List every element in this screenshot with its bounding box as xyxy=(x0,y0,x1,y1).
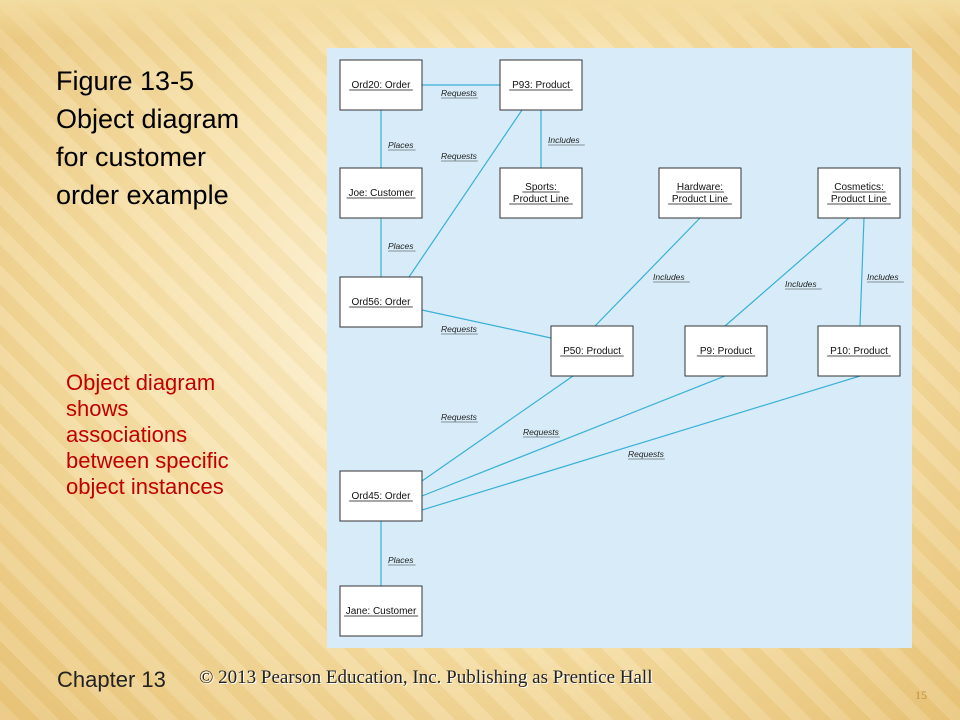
association-label-joe-ord56: Places xyxy=(388,241,414,251)
object-name-text: Sports: xyxy=(525,182,557,193)
object-name-text: Ord56: Order xyxy=(352,297,412,308)
object-box-p10: P10: Product xyxy=(817,325,901,377)
chapter-label: Chapter 13 xyxy=(57,667,166,692)
association-label-p93-sports: Includes xyxy=(548,135,580,145)
object-box-frame xyxy=(499,167,583,219)
title-line: Object diagram xyxy=(56,104,240,134)
note-line: associations xyxy=(66,422,188,447)
association-line-cosmetics-p10 xyxy=(859,217,865,327)
object-name-text: P10: Product xyxy=(830,346,888,357)
object-box-frame xyxy=(817,325,901,377)
association-label-ord45-jane: Places xyxy=(388,555,414,565)
association-label-ord45-p50: Requests xyxy=(441,412,478,422)
object-box-hardware: Hardware:Product Line xyxy=(658,167,742,219)
note-line: shows xyxy=(66,396,129,421)
object-box-jane: Jane: Customer xyxy=(339,585,423,637)
association-line-cosmetics-p9 xyxy=(724,217,850,327)
object-box-frame xyxy=(339,585,423,637)
object-box-ord45: Ord45: Order xyxy=(339,470,423,522)
slide-title: Figure 13-5 Object diagram for customer … xyxy=(56,62,296,214)
association-label-ord20-joe: Places xyxy=(388,140,414,150)
object-name-text: Product Line xyxy=(513,194,570,205)
slide-note: Object diagram shows associations betwee… xyxy=(66,370,296,500)
note-line: Object diagram xyxy=(66,370,216,395)
association-line-ord45-p10 xyxy=(421,375,861,511)
association-label-cosmetics-p10: Includes xyxy=(867,272,899,282)
page-number: 15 xyxy=(915,688,927,702)
association-line-ord45-p50 xyxy=(421,375,574,482)
copyright-notice: © 2013 Pearson Education, Inc. Publishin… xyxy=(199,667,653,688)
object-box-frame xyxy=(339,59,423,111)
association-label-ord45-p9: Requests xyxy=(523,427,560,437)
association-line-hardware-p50 xyxy=(594,217,701,327)
association-line-ord45-p9 xyxy=(421,375,726,497)
object-name-text: Hardware: xyxy=(677,182,723,193)
object-box-frame xyxy=(684,325,768,377)
object-box-p50: P50: Product xyxy=(550,325,634,377)
title-line: order example xyxy=(56,180,229,210)
top-decorative-band xyxy=(0,0,960,40)
association-label-ord45-p10: Requests xyxy=(628,449,665,459)
object-name-text: Jane: Customer xyxy=(346,606,417,617)
object-box-frame xyxy=(339,167,423,219)
object-box-frame xyxy=(339,470,423,522)
object-name-text: Product Line xyxy=(831,194,888,205)
object-box-ord20: Ord20: Order xyxy=(339,59,423,111)
association-label-ord20-p93: Requests xyxy=(441,88,478,98)
object-box-cosmetics: Cosmetics:Product Line xyxy=(817,167,901,219)
association-line-p93-ord56 xyxy=(408,109,523,278)
object-name-text: P50: Product xyxy=(563,346,621,357)
object-name-text: Ord45: Order xyxy=(352,491,412,502)
object-name-text: Cosmetics: xyxy=(834,182,883,193)
object-box-frame xyxy=(550,325,634,377)
object-box-frame xyxy=(817,167,901,219)
object-box-ord56: Ord56: Order xyxy=(339,276,423,328)
title-line: for customer xyxy=(56,142,207,172)
object-box-p9: P9: Product xyxy=(684,325,768,377)
association-label-ord56-p50: Requests xyxy=(441,324,478,334)
object-name-text: P9: Product xyxy=(700,346,752,357)
object-name-text: P93: Product xyxy=(512,80,570,91)
object-box-frame xyxy=(658,167,742,219)
object-box-p93: P93: Product xyxy=(499,59,583,111)
object-box-frame xyxy=(499,59,583,111)
object-box-sports: Sports:Product Line xyxy=(499,167,583,219)
note-line: object instances xyxy=(66,474,224,499)
object-name-text: Joe: Customer xyxy=(348,188,414,199)
object-name-text: Ord20: Order xyxy=(352,80,412,91)
association-label-p93-ord56: Requests xyxy=(441,151,478,161)
association-label-hardware-p50: Includes xyxy=(653,272,685,282)
association-label-cosmetics-p9: Includes xyxy=(785,279,817,289)
note-line: between specific xyxy=(66,448,229,473)
object-box-frame xyxy=(339,276,423,328)
object-name-text: Product Line xyxy=(672,194,729,205)
association-line-ord56-p50 xyxy=(421,309,552,339)
title-line: Figure 13-5 xyxy=(56,66,195,96)
object-box-joe: Joe: Customer xyxy=(339,167,423,219)
